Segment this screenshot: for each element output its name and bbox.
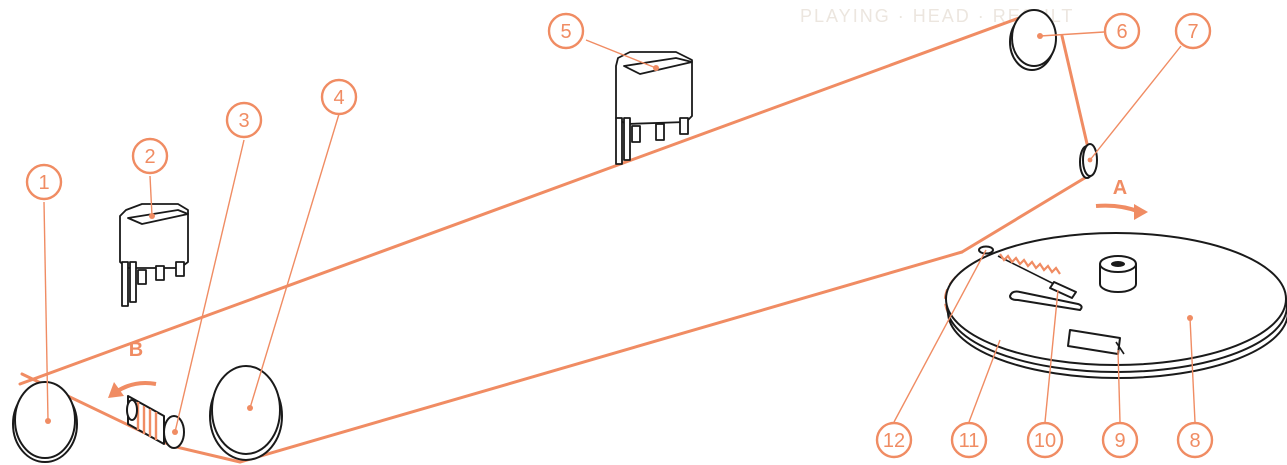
callout-5-label: 5 [560, 21, 571, 43]
callout-1-label: 1 [38, 172, 49, 194]
tape-upper-run [20, 14, 1030, 384]
callout-12-label: 12 [883, 430, 905, 452]
callout-8: 8 [1178, 423, 1212, 457]
callout-9-label: 9 [1114, 430, 1125, 452]
callout-2-label: 2 [144, 146, 155, 168]
callout-1: 1 [27, 165, 61, 199]
callout-6: 6 [1105, 14, 1139, 48]
disc-8 [946, 233, 1287, 378]
callout-7-label: 7 [1187, 21, 1198, 43]
callout-7: 7 [1176, 14, 1210, 48]
callout-5: 5 [549, 14, 583, 48]
tape-lower-run [240, 252, 962, 462]
callout-6-label: 6 [1116, 21, 1127, 43]
arrow-a-label: A [1113, 177, 1127, 199]
callout-11: 11 [952, 423, 986, 457]
callout-3-label: 3 [238, 110, 249, 132]
callout-4-label: 4 [333, 87, 344, 109]
callout-9: 9 [1103, 423, 1137, 457]
callout-2: 2 [133, 139, 167, 173]
callout-4: 4 [322, 80, 356, 114]
arrow-a: A [1096, 177, 1148, 220]
capstan-3 [127, 396, 184, 448]
callout-12: 12 [877, 423, 911, 457]
callout-10-label: 10 [1034, 430, 1056, 452]
roller-6 [1010, 10, 1056, 70]
callout-10: 10 [1028, 423, 1062, 457]
tape-run-6-7 [1062, 36, 1088, 148]
callout-3: 3 [227, 103, 261, 137]
pulley-4 [210, 366, 282, 460]
pulley-1 [13, 382, 77, 462]
roller-7 [1080, 144, 1097, 178]
arrow-b-label: B [129, 339, 143, 361]
callout-11-label: 11 [959, 430, 980, 452]
head-2 [120, 204, 188, 306]
head-5 [616, 52, 692, 164]
callout-8-label: 8 [1189, 430, 1200, 452]
